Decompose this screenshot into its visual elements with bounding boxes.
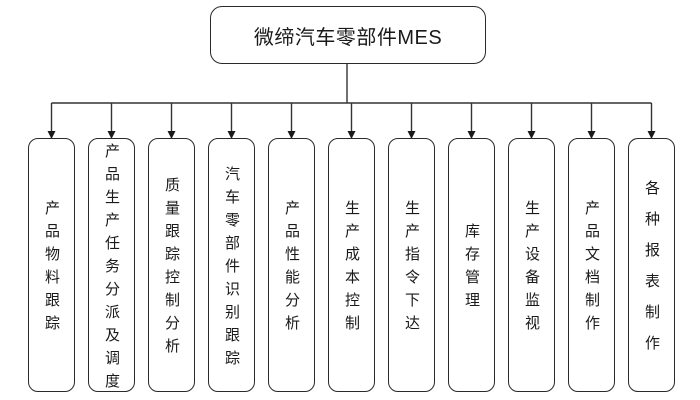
module-label: 产品物料跟踪 [43,200,60,338]
module-label: 产品性能分析 [283,200,300,338]
module-label: 产品生产任务分派及调度 [103,142,120,396]
module-production-cost-control: 生产成本控制 [328,138,375,392]
module-label: 生产成本控制 [343,200,360,338]
module-report-creation: 各种报表制作 [628,138,675,392]
module-production-equipment-monitoring: 生产设备监视 [508,138,555,392]
diagram-title: 微缔汽车零部件MES [253,26,443,49]
module-label: 汽车零部件识别跟踪 [223,165,240,373]
module-inventory-management: 库存管理 [448,138,495,392]
module-production-instruction-issue: 生产指令下达 [388,138,435,392]
connector-drops [50,103,653,132]
module-product-material-tracking: 产品物料跟踪 [28,138,75,392]
module-label: 生产指令下达 [403,200,420,338]
module-label: 库存管理 [463,223,480,315]
root-node-mes-title: 微缔汽车零部件MES [210,6,486,64]
module-label: 生产设备监视 [523,200,540,338]
module-auto-parts-identification-tracking: 汽车零部件识别跟踪 [208,138,255,392]
module-label: 各种报表制作 [643,180,660,366]
module-label: 产品文档制作 [583,200,600,338]
module-label: 质量跟踪控制分析 [163,177,180,361]
module-product-document-creation: 产品文档制作 [568,138,615,392]
module-production-task-dispatch-scheduling: 产品生产任务分派及调度 [88,138,135,396]
module-quality-tracking-control-analysis: 质量跟踪控制分析 [148,138,195,392]
module-product-performance-analysis: 产品性能分析 [268,138,315,392]
